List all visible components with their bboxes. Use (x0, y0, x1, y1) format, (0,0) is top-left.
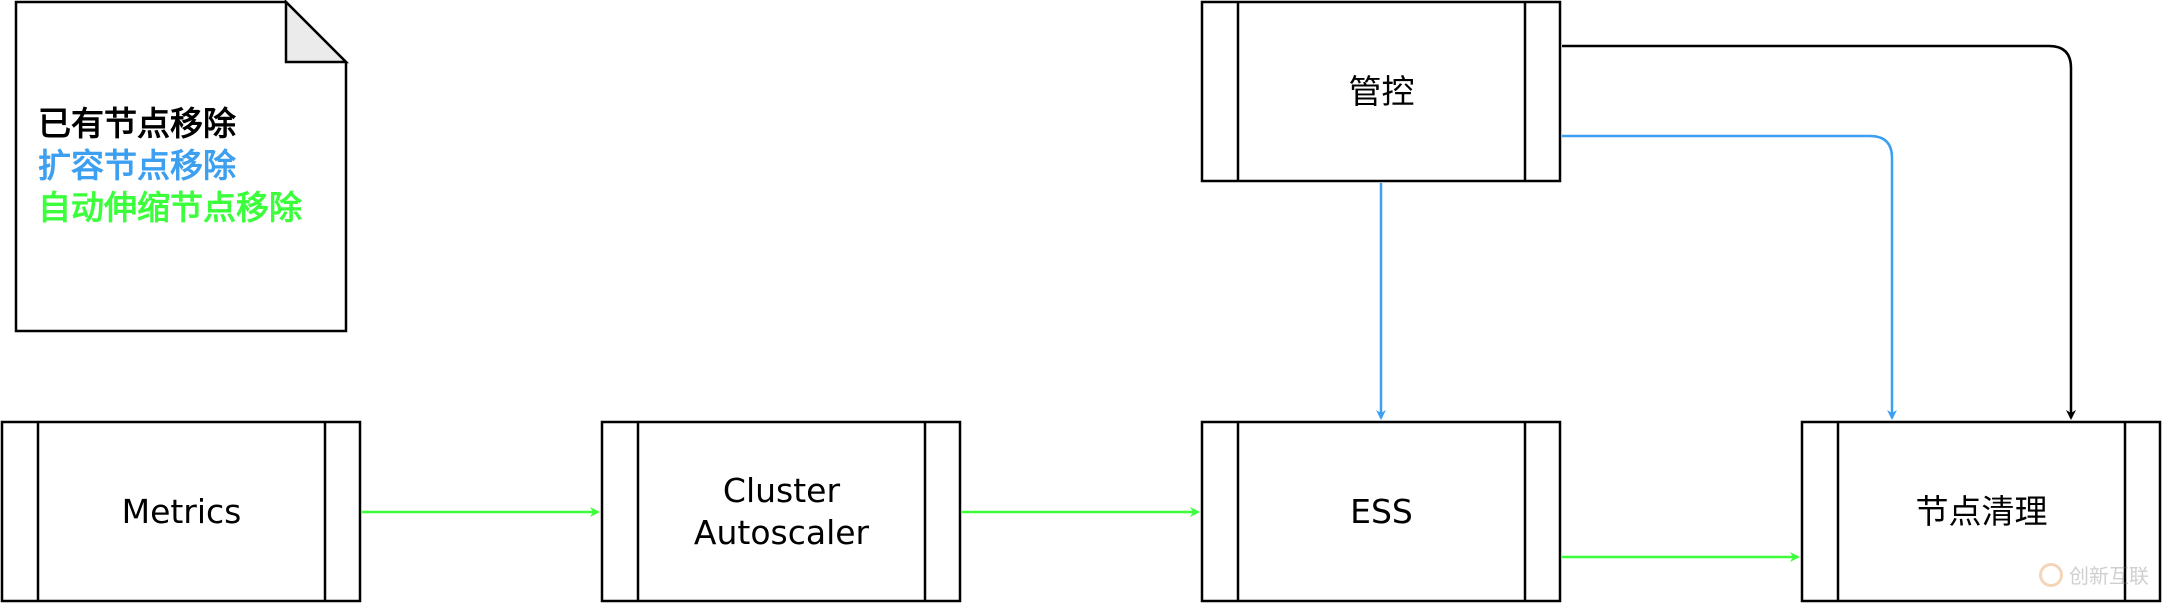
cluster-autoscaler-label: Cluster Autoscaler (693, 470, 870, 552)
legend-text: 已有节点移除 扩容节点移除 自动伸缩节点移除 (38, 103, 302, 229)
legend-autoscaling-node-removal: 自动伸缩节点移除 (38, 188, 302, 227)
control-box (1200, 0, 1562, 183)
ess-label: ESS (1350, 491, 1413, 531)
metrics-box (0, 420, 362, 603)
metrics-label: Metrics (121, 491, 242, 531)
node-cleanup-box (1800, 420, 2162, 603)
legend-note (14, 0, 350, 333)
control-label: 管控 (1348, 71, 1415, 111)
watermark-text: 创新互联 (2069, 564, 2149, 588)
cluster-autoscaler-box (600, 420, 962, 603)
watermark-logo-icon (2039, 562, 2063, 587)
arrow-control-to-node-cleanup-blue (1562, 134, 1897, 420)
legend-existing-node-removal: 已有节点移除 (38, 104, 236, 143)
node-cleanup-label: 节点清理 (1915, 491, 2048, 531)
watermark: 创新互联 (2039, 560, 2149, 589)
arrow-control-to-node-cleanup-black (1562, 44, 2076, 420)
ess-box (1200, 420, 1562, 603)
legend-scale-out-node-removal: 扩容节点移除 (38, 146, 236, 185)
